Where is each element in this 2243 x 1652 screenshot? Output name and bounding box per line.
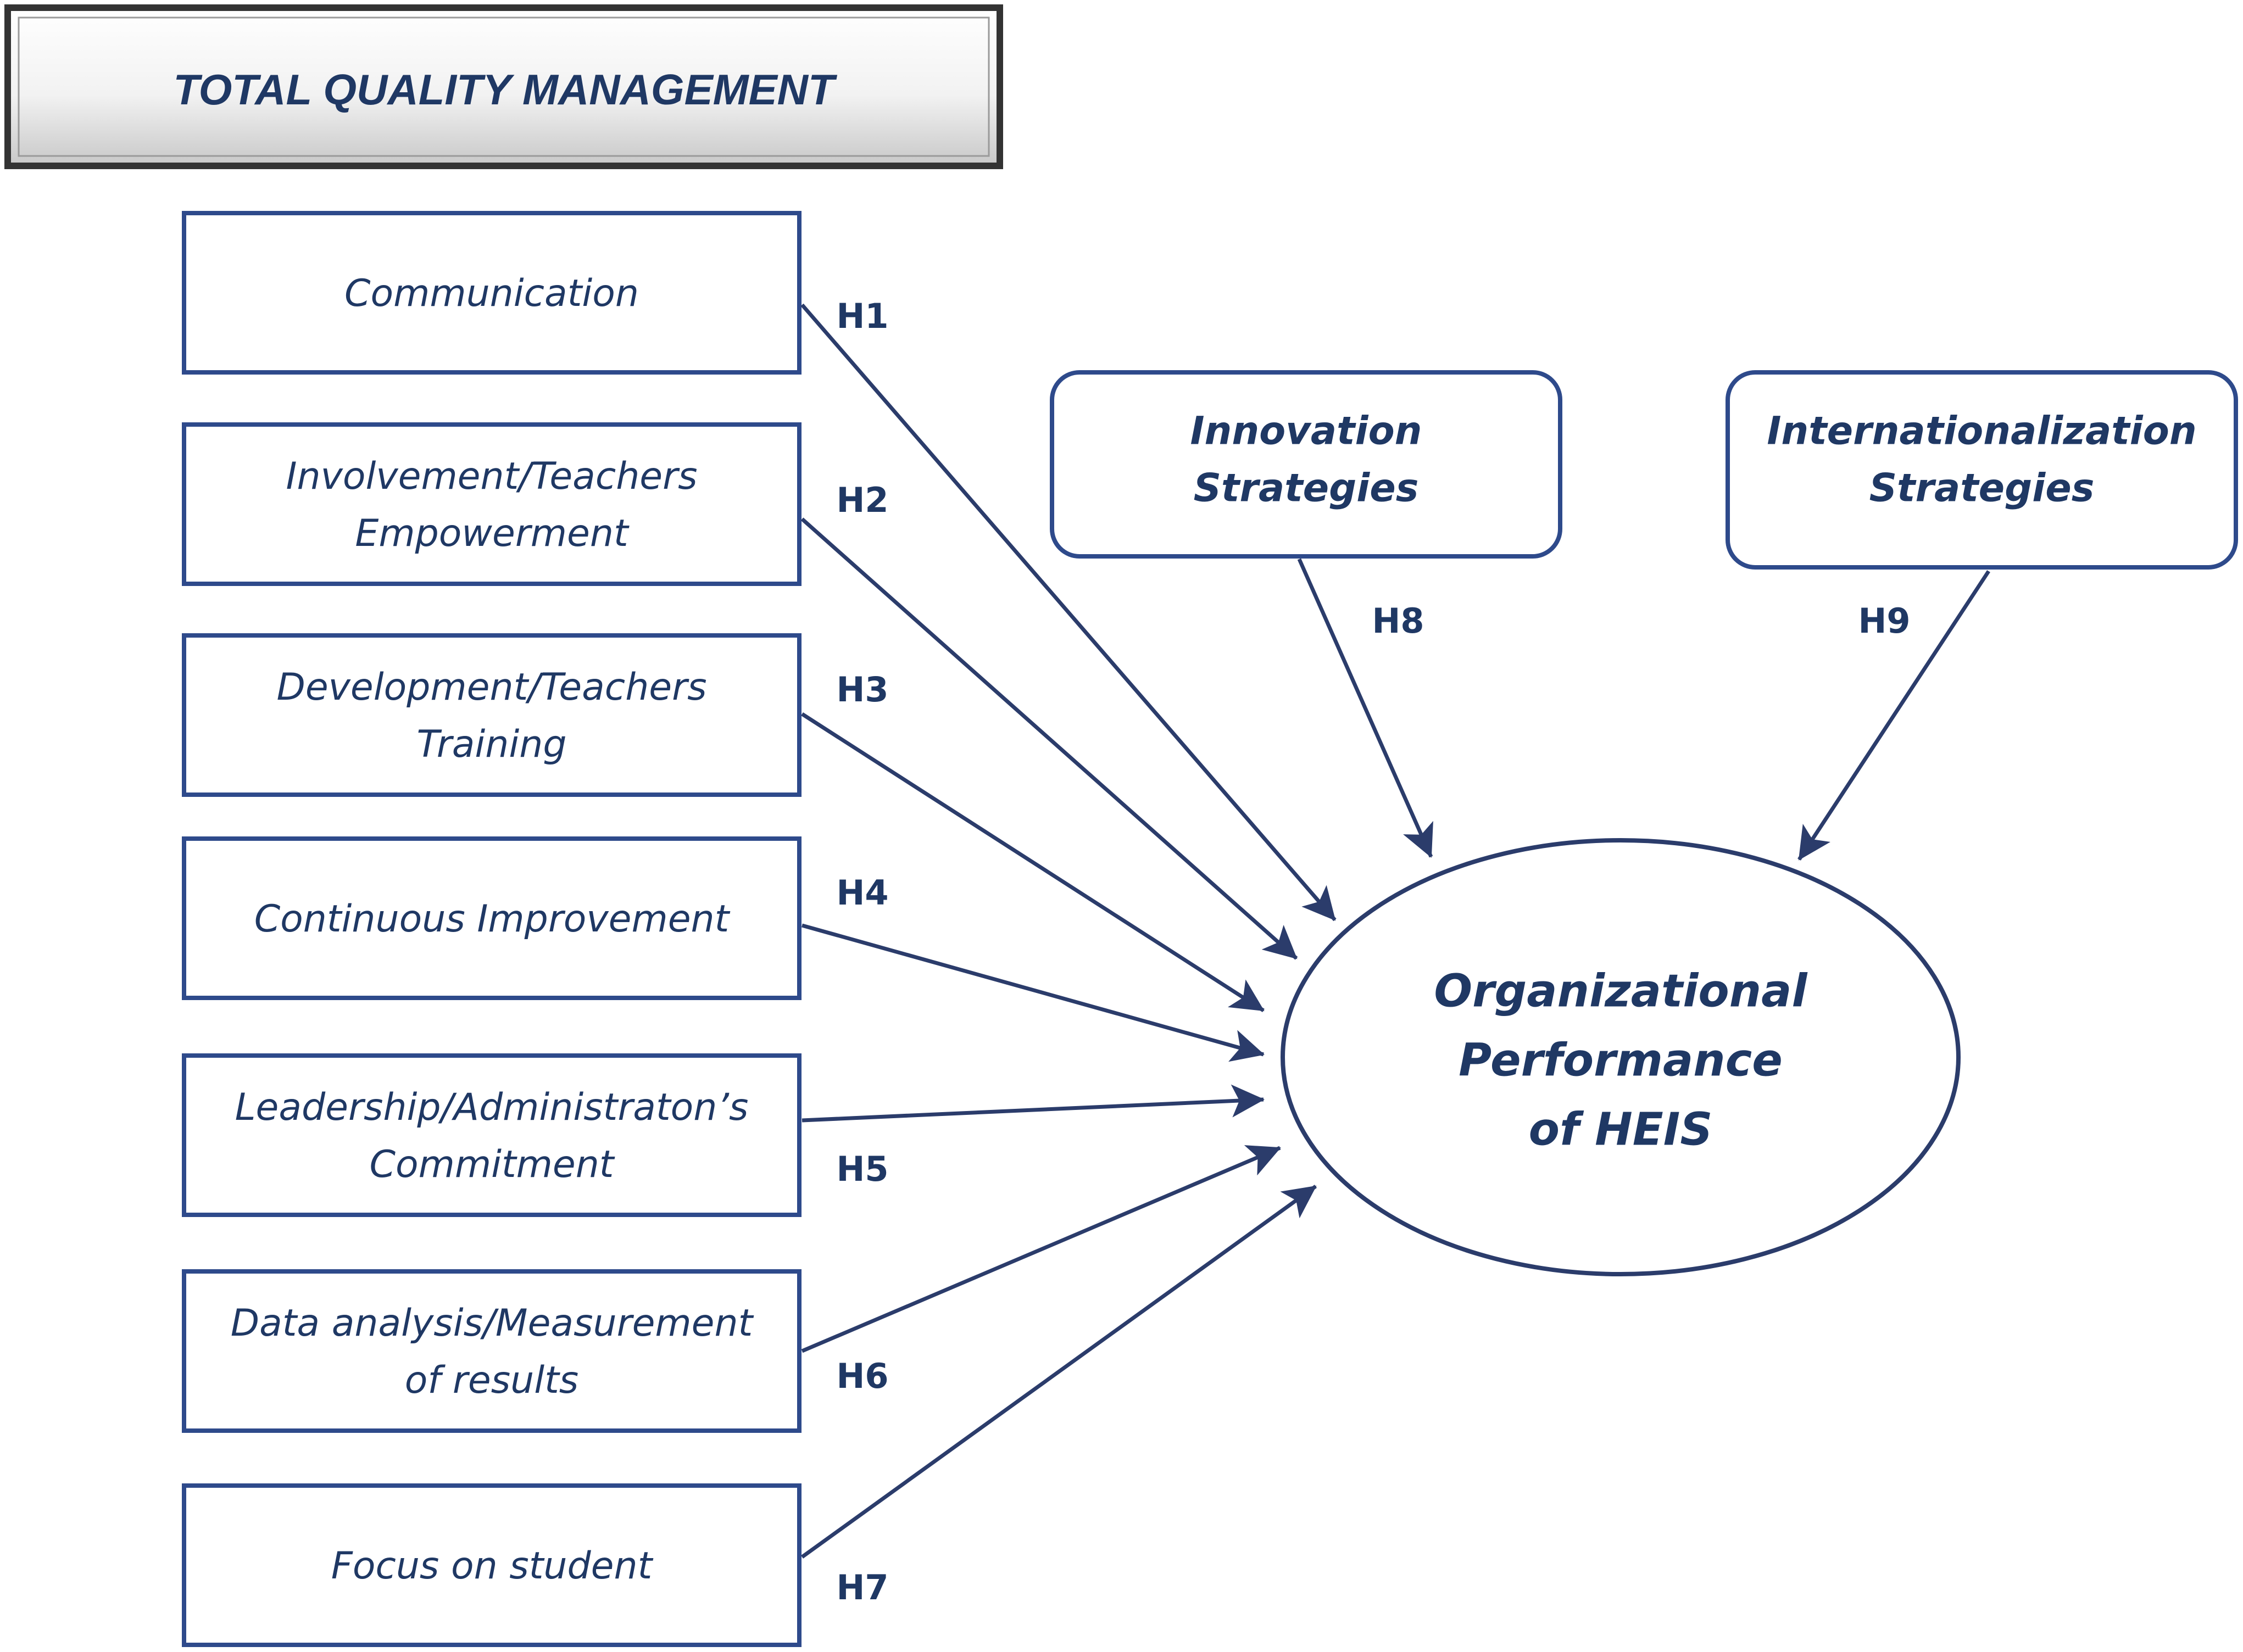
- factor-label-line: Focus on student: [331, 1544, 654, 1588]
- outcome-label-line: of HEIS: [1529, 1104, 1713, 1156]
- hypothesis-arrow: [801, 712, 1265, 1012]
- hypothesis-arrow: [800, 517, 1298, 960]
- outcome-label-line: Performance: [1459, 1035, 1783, 1087]
- outcome-ellipse: [1281, 838, 1961, 1276]
- factor-box: Focus on student: [182, 1483, 802, 1647]
- factor-box-frame: [182, 836, 802, 1000]
- factor-label: Continuous Improvement: [254, 897, 731, 941]
- factor-label-line: Development/Teachers: [276, 666, 706, 709]
- moderator-label-line: Strategies: [1869, 466, 2095, 511]
- factor-box-frame: [182, 422, 802, 586]
- factor-label: Focus on student: [331, 1544, 654, 1588]
- factor-label-line: Commitment: [370, 1143, 615, 1186]
- factor-label-line: Leadership/Administraton’s: [235, 1086, 749, 1129]
- factor-label-line: Involvement/Teachers: [286, 455, 697, 498]
- factor-box: Data analysis/Measurement of results: [182, 1269, 802, 1433]
- factor-box: Continuous Improvement: [182, 836, 802, 1000]
- hypothesis-arrow: [800, 1185, 1317, 1559]
- hypothesis-label: H5: [836, 1149, 888, 1189]
- factor-label-line: Data analysis/Measurement: [231, 1302, 754, 1345]
- hypothesis-label: H7: [836, 1567, 888, 1608]
- factor-label-line: Communication: [344, 272, 639, 315]
- hypothesis-label: H8: [1372, 601, 1424, 641]
- hypothesis-label: H9: [1858, 601, 1910, 641]
- hypothesis-label: H2: [836, 480, 888, 520]
- hypothesis-arrow: [801, 1145, 1281, 1353]
- factor-box-frame: [182, 1483, 802, 1647]
- title-banner: TOTAL QUALITY MANAGEMENT: [4, 4, 1003, 169]
- factor-label-line: Continuous Improvement: [254, 897, 731, 941]
- factor-box: Communication: [182, 211, 802, 375]
- moderator-label-line: Internationalization: [1767, 409, 2196, 454]
- factor-box-frame: [182, 211, 802, 375]
- hypothesis-label: H4: [836, 873, 888, 913]
- hypothesis-arrow: [802, 1084, 1265, 1123]
- factor-label: Communication: [344, 272, 639, 315]
- factor-label-line: of results: [405, 1359, 578, 1402]
- factor-box-frame: [182, 633, 802, 797]
- moderator-box-frame: [1050, 370, 1562, 559]
- hypothesis-arrow: [800, 303, 1337, 922]
- moderator-box-frame: [1726, 370, 2238, 570]
- factor-box-frame: [182, 1269, 802, 1433]
- outcome-label-line: Organizational: [1434, 965, 1808, 1018]
- title-text: TOTAL QUALITY MANAGEMENT: [173, 65, 838, 114]
- factor-box-frame: [182, 1053, 802, 1217]
- hypothesis-label: H3: [836, 669, 888, 710]
- hypothesis-arrow: [1797, 570, 1990, 861]
- hypothesis-label: H1: [836, 296, 888, 336]
- factor-label: Data analysis/Measurement of results: [231, 1302, 754, 1402]
- hypothesis-arrow: [1297, 558, 1433, 858]
- moderator-label-line: Innovation: [1190, 409, 1422, 454]
- moderator-label-line: Strategies: [1194, 466, 1419, 511]
- hypothesis-arrow: [802, 923, 1265, 1062]
- factor-label-line: Empowerment: [355, 512, 630, 555]
- factor-label-line: Training: [416, 723, 566, 766]
- hypothesis-label: H6: [836, 1356, 888, 1396]
